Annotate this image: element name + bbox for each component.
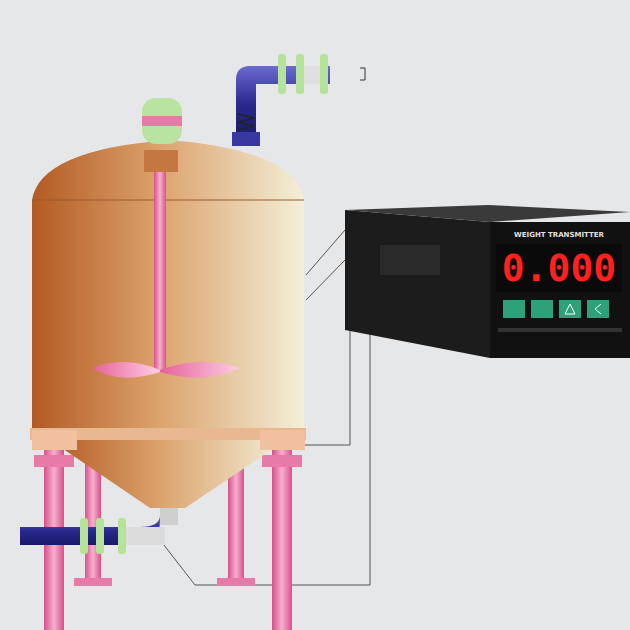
transmitter-housing xyxy=(345,205,630,358)
agitator xyxy=(92,98,240,378)
weight-readout: 0.000 xyxy=(502,249,616,287)
device-label: WEIGHT TRANSMITTER xyxy=(514,232,604,239)
transmitter-panel: WEIGHT TRANSMITTER 0.000 xyxy=(490,222,628,296)
front-button xyxy=(503,300,609,318)
outlet-pipe xyxy=(20,505,178,554)
digital-display: 0.000 xyxy=(496,244,622,292)
tank-body xyxy=(30,140,306,508)
inlet-pipe xyxy=(232,54,365,146)
